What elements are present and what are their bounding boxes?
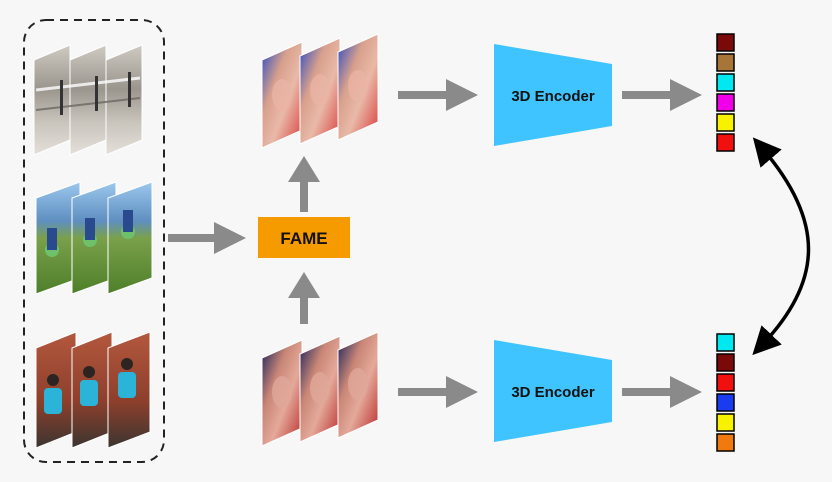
video-group-dashed-box	[23, 19, 165, 463]
feature-top-cell-1	[716, 33, 735, 52]
augmented-clip-stack	[261, 33, 379, 149]
feature-top-cell-5	[716, 113, 735, 132]
arrow-fame-to-top-stack	[288, 156, 320, 212]
feature-vector-top	[716, 33, 735, 152]
encoder-top	[494, 44, 612, 146]
feature-vector-bottom	[716, 333, 735, 452]
feature-bottom-cell-5	[716, 413, 735, 432]
video-clip-gym	[33, 44, 143, 156]
arrow-group-to-fame	[168, 222, 246, 254]
feature-bottom-cell-6	[716, 433, 735, 452]
arrow-top-stack-to-encoder	[398, 79, 478, 111]
fame-box	[258, 217, 350, 258]
feature-bottom-cell-4	[716, 393, 735, 412]
original-clip-stack	[261, 331, 379, 447]
arrow-bottom-stack-to-fame	[288, 272, 320, 324]
encoder-bottom-label: 3D Encoder	[511, 384, 595, 401]
fame-label: FAME	[280, 229, 327, 248]
video-clip-brick	[35, 331, 151, 449]
feature-top-cell-4	[716, 93, 735, 112]
feature-bottom-cell-1	[716, 333, 735, 352]
feature-top-cell-3	[716, 73, 735, 92]
contrastive-double-arrow	[752, 137, 811, 356]
feature-top-cell-2	[716, 53, 735, 72]
arrow-bottom-stack-to-encoder	[398, 376, 478, 408]
video-clip-soccer	[35, 181, 153, 295]
feature-top-cell-6	[716, 133, 735, 152]
encoder-top-label: 3D Encoder	[511, 88, 595, 105]
feature-bottom-cell-3	[716, 373, 735, 392]
arrow-bottom-encoder-to-features	[622, 376, 702, 408]
arrow-top-encoder-to-features	[622, 79, 702, 111]
feature-bottom-cell-2	[716, 353, 735, 372]
encoder-bottom	[494, 340, 612, 442]
